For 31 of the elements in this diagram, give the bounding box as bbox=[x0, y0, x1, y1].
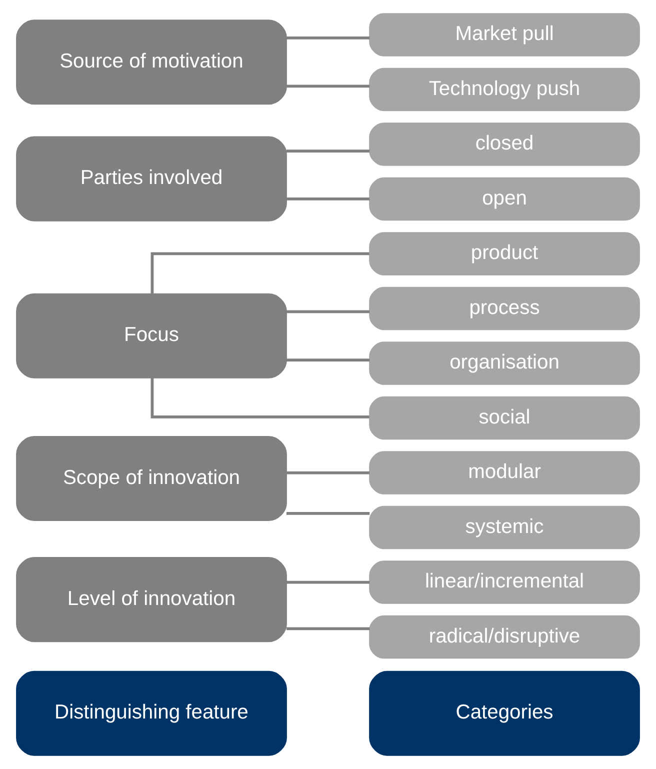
node-box: Focus bbox=[16, 293, 287, 378]
node-box: Technology push bbox=[369, 68, 640, 112]
node-box: Market pull bbox=[369, 13, 640, 56]
connector bbox=[286, 358, 370, 362]
node-box: social bbox=[369, 396, 640, 440]
node-box: linear/incremental bbox=[369, 560, 640, 604]
node-box: organisation bbox=[369, 342, 640, 385]
node-box: Distinguishing feature bbox=[16, 670, 287, 756]
connector bbox=[286, 310, 370, 314]
node-box: Level of innovation bbox=[16, 557, 287, 642]
node-box: open bbox=[369, 177, 640, 221]
node-box: modular bbox=[369, 451, 640, 494]
node-box: systemic bbox=[369, 506, 640, 550]
connector bbox=[286, 150, 370, 153]
node-box: closed bbox=[369, 122, 640, 166]
node-box: Categories bbox=[369, 670, 640, 756]
node-box: radical/disruptive bbox=[369, 615, 640, 659]
connector bbox=[286, 580, 370, 584]
node-box: Parties involved bbox=[16, 136, 287, 222]
node-box: Scope of innovation bbox=[16, 436, 287, 522]
node-box: process bbox=[369, 286, 640, 330]
node-box: Source of motivation bbox=[16, 20, 287, 105]
connector bbox=[286, 36, 370, 40]
connector bbox=[286, 84, 370, 88]
connector bbox=[286, 512, 370, 515]
connector bbox=[150, 252, 370, 294]
node-box: product bbox=[369, 232, 640, 276]
connector bbox=[286, 627, 370, 630]
connector bbox=[150, 378, 370, 418]
connector bbox=[286, 471, 370, 474]
connector bbox=[286, 198, 370, 200]
